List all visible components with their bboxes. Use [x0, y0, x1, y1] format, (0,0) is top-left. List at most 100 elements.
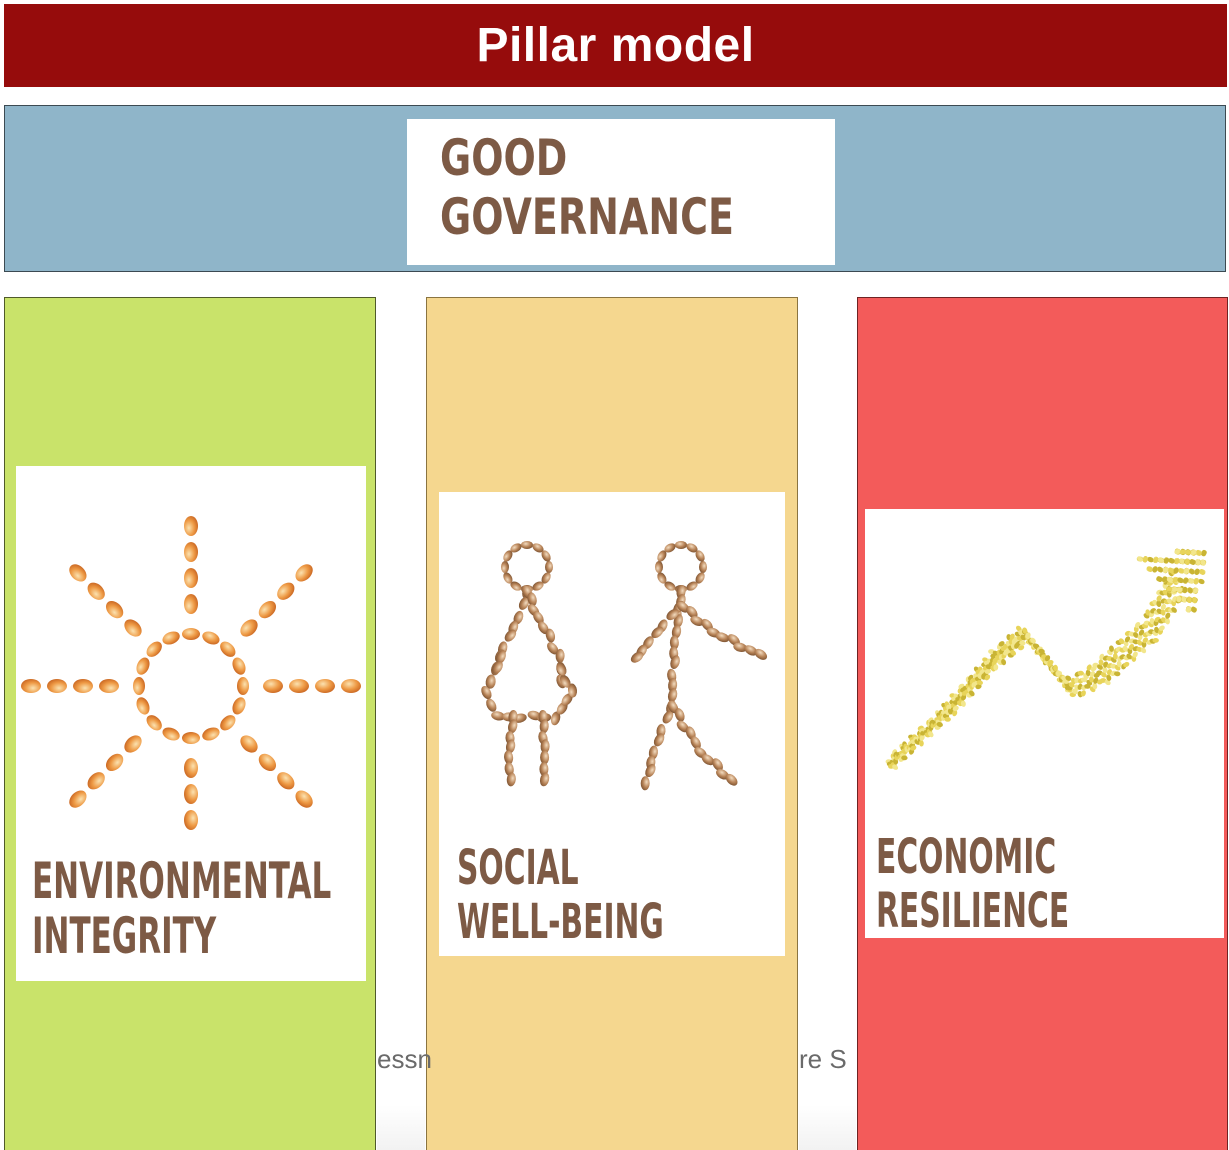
grain — [1186, 606, 1192, 613]
grain — [1093, 677, 1099, 684]
seed — [532, 543, 544, 553]
seed — [533, 611, 544, 624]
seed — [567, 683, 578, 698]
grain — [993, 664, 999, 671]
seed — [733, 642, 748, 652]
seed — [510, 543, 522, 553]
grain — [984, 669, 991, 674]
social-label-line2: WELL-BEING — [457, 893, 664, 950]
grain — [1171, 587, 1178, 592]
seed — [695, 550, 705, 562]
grain — [1126, 653, 1133, 660]
governance-label-line1: GOOD — [440, 129, 568, 187]
grain — [184, 810, 198, 830]
grain — [1190, 549, 1197, 556]
grain — [240, 735, 258, 753]
grain — [1152, 638, 1159, 643]
grain — [1158, 625, 1165, 631]
economic-label-line1: ECONOMIC — [876, 829, 1057, 885]
seed — [662, 710, 674, 724]
seed — [657, 550, 667, 562]
grain — [1112, 653, 1118, 660]
grain — [1019, 640, 1026, 646]
grain — [1156, 600, 1162, 607]
grain — [1195, 559, 1201, 566]
grain — [1196, 549, 1202, 556]
economic-card: ECONOMIC RESILIENCE — [865, 509, 1224, 938]
grain — [910, 745, 917, 751]
governance-label: GOOD GOVERNANCE — [440, 129, 734, 247]
grain — [1136, 639, 1143, 646]
grain — [1157, 566, 1163, 573]
grain — [1157, 557, 1165, 563]
footer-text-fragment-left: essn — [377, 1044, 432, 1074]
grain — [1053, 664, 1058, 672]
grain — [1176, 596, 1182, 603]
seed — [727, 634, 740, 646]
seed — [671, 624, 682, 639]
grain — [936, 721, 943, 728]
grain — [952, 709, 958, 717]
grain — [892, 764, 899, 770]
grain — [99, 679, 119, 693]
grain — [202, 727, 220, 741]
grain — [263, 679, 283, 693]
environmental-label: ENVIRONMENTAL INTEGRITY — [32, 854, 331, 964]
grain — [1174, 549, 1181, 555]
seed — [657, 572, 667, 584]
governance-card: GOOD GOVERNANCE — [407, 119, 835, 265]
grain — [1137, 556, 1143, 562]
grain — [1132, 651, 1138, 658]
grain — [1165, 586, 1173, 592]
seed — [670, 655, 680, 670]
grain — [928, 731, 934, 738]
seed — [491, 711, 506, 721]
grain — [1192, 588, 1199, 594]
grain — [1142, 556, 1148, 563]
seed — [541, 550, 551, 562]
grain — [1167, 567, 1174, 573]
grain — [258, 753, 277, 772]
grain — [1100, 672, 1107, 678]
grain — [202, 631, 220, 645]
grain — [1181, 596, 1187, 603]
seed — [630, 651, 644, 663]
grain — [146, 641, 162, 657]
grain — [232, 657, 246, 675]
grain — [1194, 568, 1200, 575]
grain — [960, 700, 966, 707]
seed — [664, 581, 676, 591]
grain — [1179, 549, 1187, 555]
grain — [87, 772, 105, 790]
seed — [545, 628, 556, 643]
seed — [503, 550, 513, 562]
grain — [1173, 567, 1179, 574]
seed — [481, 686, 492, 700]
seed — [559, 674, 571, 688]
social-card: SOCIAL WELL-BEING — [439, 492, 785, 956]
seed — [539, 772, 550, 787]
grain — [277, 582, 295, 600]
grain — [1160, 609, 1166, 616]
grain — [961, 694, 967, 701]
grain — [998, 641, 1005, 647]
grain — [21, 679, 41, 693]
seed — [666, 609, 679, 621]
grain — [1106, 674, 1112, 681]
seed — [521, 541, 533, 549]
seed — [505, 739, 516, 754]
social-label: SOCIAL WELL-BEING — [457, 841, 664, 950]
rising-arrow-of-grains-icon — [885, 548, 1207, 770]
grain — [1179, 558, 1185, 565]
grain — [184, 542, 198, 562]
grain — [136, 657, 150, 675]
seed — [555, 648, 565, 663]
grain — [1089, 671, 1096, 678]
grain — [1038, 648, 1045, 654]
gap-shadow-right — [799, 1105, 856, 1150]
governance-label-line2: GOVERNANCE — [440, 188, 734, 246]
grain — [47, 679, 67, 693]
grain — [1124, 636, 1131, 643]
grain — [1025, 632, 1031, 639]
seed — [492, 661, 503, 674]
